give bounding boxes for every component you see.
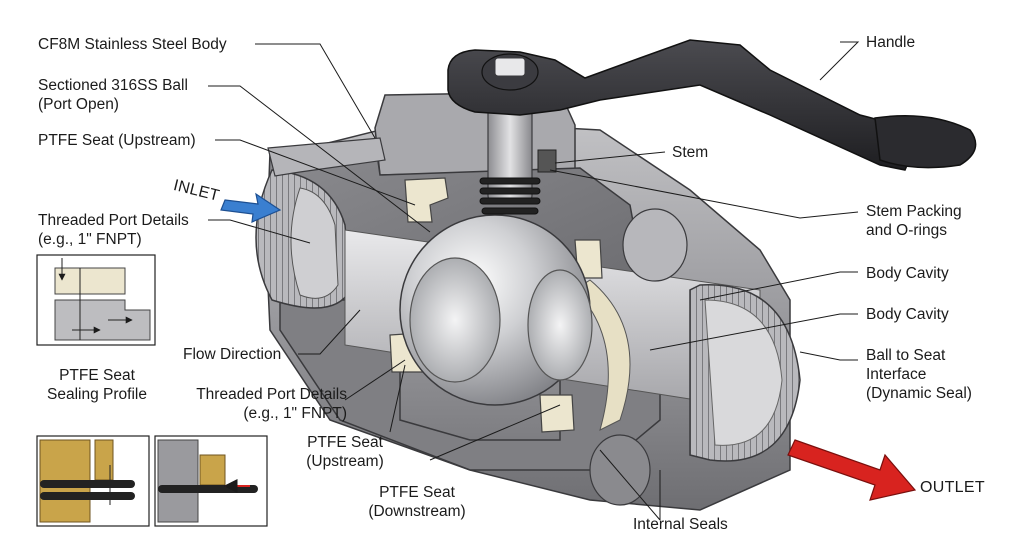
label-threaded-mid-line2: (e.g., 1" FNPT) (243, 405, 347, 422)
inset-seat-sealing-profile (36, 435, 268, 527)
label-seat-downstream: PTFE Seat (Downstream) (362, 483, 472, 521)
label-ball-seat-line1: Ball to Seat (866, 347, 946, 364)
leader-lines (208, 41, 860, 521)
label-seat-downstream-line2: (Downstream) (368, 503, 466, 520)
label-threaded-mid-line1: Threaded Port Details (196, 386, 347, 403)
label-ball: Sectioned 316SS Ball (Port Open) (38, 76, 188, 114)
label-seat-profile-line2: Sealing Profile (47, 386, 147, 403)
outlet-arrow-icon (787, 439, 917, 501)
ptfe-seat-downstream-bottom (539, 394, 575, 433)
valve-handle (447, 39, 977, 171)
label-stem-packing: Stem Packing and O-rings (866, 202, 962, 240)
label-body: CF8M Stainless Steel Body (38, 36, 227, 53)
inlet-arrow-icon (220, 192, 282, 223)
inset-threaded-port-detail (36, 254, 156, 346)
label-handle: Handle (866, 34, 916, 51)
label-ball-line2: (Port Open) (38, 96, 119, 113)
ball-port-opening (409, 257, 501, 383)
label-body-cavity-1: Body Cavity (866, 265, 949, 282)
label-seat-upstream-bottom-line2: (Upstream) (306, 453, 384, 470)
label-threaded-left-line1: Threaded Port Details (38, 212, 189, 229)
label-outlet: OUTLET (920, 479, 985, 496)
label-seat-profile: PTFE Seat Sealing Profile (38, 366, 156, 404)
label-ball-seat-interface: Ball to Seat Interface (Dynamic Seal) (866, 346, 972, 403)
label-ball-line1: Sectioned 316SS Ball (38, 77, 188, 94)
label-flow-direction: Flow Direction (183, 346, 282, 363)
label-threaded-left: Threaded Port Details (e.g., 1" FNPT) (38, 211, 189, 249)
label-threaded-mid: Threaded Port Details (e.g., 1" FNPT) (175, 385, 347, 423)
label-seat-upstream-bottom-line1: PTFE Seat (307, 434, 383, 451)
label-seat-profile-line1: PTFE Seat (59, 367, 135, 384)
label-stem-packing-line1: Stem Packing (866, 203, 962, 220)
sectioned-ball (399, 214, 593, 406)
label-ball-seat-line2: Interface (866, 366, 927, 383)
label-seat-upstream-top: PTFE Seat (Upstream) (38, 132, 196, 149)
label-seat-upstream-bottom: PTFE Seat (Upstream) (295, 433, 395, 471)
label-threaded-left-line2: (e.g., 1" FNPT) (38, 231, 142, 248)
label-ball-seat-line3: (Dynamic Seal) (866, 385, 972, 402)
stem-o-rings (479, 177, 541, 215)
label-seat-downstream-line1: PTFE Seat (379, 484, 455, 501)
label-internal-seals: Internal Seals (633, 516, 728, 533)
label-body-cavity-2: Body Cavity (866, 306, 949, 323)
ptfe-seat-upstream-top (404, 177, 449, 223)
label-stem-packing-line2: and O-rings (866, 222, 947, 239)
label-stem: Stem (672, 144, 709, 161)
